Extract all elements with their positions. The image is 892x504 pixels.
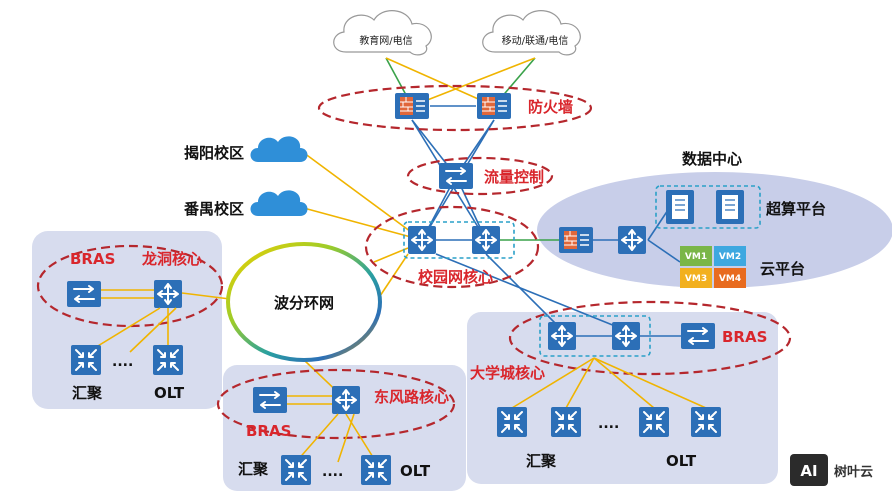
olt-left-label: OLT xyxy=(154,384,185,402)
cloud-mobile-unicom-telecom: 移动/联通/电信 xyxy=(482,10,581,56)
bras-icon xyxy=(680,322,716,350)
wdm-ring-label: 波分环网 xyxy=(274,294,334,312)
jieyang-label: 揭阳校区 xyxy=(184,144,244,162)
datacenter-router-icon xyxy=(617,225,647,255)
campus-core-label: 校园网核心 xyxy=(418,268,493,286)
campus-core-group xyxy=(364,205,540,289)
traffic-control-icon xyxy=(438,162,474,190)
firewall-icon xyxy=(394,92,430,120)
server-icon xyxy=(666,190,694,224)
bras-bottom-label: BRAS xyxy=(246,422,291,440)
olt-icon xyxy=(690,406,722,438)
panyu-campus: 番禺校区 xyxy=(183,190,308,218)
agg-bottom-label: 汇聚 xyxy=(238,460,269,478)
dongfeng-router-icon xyxy=(331,385,361,415)
bras-left-label: BRAS xyxy=(70,250,115,268)
olt-bottom-label: OLT xyxy=(400,462,431,480)
agg-left-label: 汇聚 xyxy=(72,384,103,402)
core-router-icon xyxy=(471,225,501,255)
uc-router-icon xyxy=(547,321,577,351)
olt-right-label: OLT xyxy=(666,452,697,470)
cloud-outline-icon xyxy=(482,10,581,56)
aggregation-switch-icon xyxy=(496,406,528,438)
bras-icon xyxy=(252,386,288,414)
datacenter-firewall-icon xyxy=(558,226,594,254)
cloud-edu-telecom: 教育网/电信 xyxy=(333,10,432,56)
dots-left: .... xyxy=(112,354,133,370)
bras-icon xyxy=(66,280,102,308)
traffic-control-group xyxy=(406,156,554,196)
campus-cloud-icon xyxy=(250,136,308,162)
cloud-mobile-label: 移动/联通/电信 xyxy=(502,34,569,47)
longdong-core-group xyxy=(36,244,224,328)
bras-right-label: BRAS xyxy=(722,328,767,346)
aggregation-switch-icon xyxy=(280,454,312,486)
vm4-label: VM4 xyxy=(719,274,741,284)
longdong-core-label: 龙洞核心 xyxy=(141,250,202,268)
olt-icon xyxy=(152,344,184,376)
olt-icon xyxy=(360,454,392,486)
longdong-router-icon xyxy=(153,279,183,309)
watermark: AI 树叶云 xyxy=(790,454,873,486)
server-icon xyxy=(716,190,744,224)
university-city-core-label: 大学城核心 xyxy=(470,364,545,382)
vm2-label: VM2 xyxy=(719,252,741,262)
core-router-icon xyxy=(407,225,437,255)
uc-router-icon xyxy=(611,321,641,351)
traffic-control-label: 流量控制 xyxy=(484,168,544,186)
firewall-icon xyxy=(476,92,512,120)
watermark-text: 树叶云 xyxy=(834,464,873,480)
vm1-label: VM1 xyxy=(685,252,707,262)
dots-bottom: .... xyxy=(322,464,343,480)
dongfeng-core-group xyxy=(216,368,456,440)
firewall-group xyxy=(317,84,593,132)
dongfeng-core-label: 东风路核心 xyxy=(374,388,449,406)
hpc-platform-label: 超算平台 xyxy=(765,200,826,218)
university-city-panel xyxy=(467,312,778,484)
cloud-outline-icon xyxy=(333,10,432,56)
dots-right: .... xyxy=(598,416,619,432)
jieyang-campus: 揭阳校区 xyxy=(184,136,308,162)
university-city-core-group xyxy=(508,300,792,376)
watermark-logo: AI xyxy=(800,462,817,480)
aggregation-switch-icon xyxy=(70,344,102,376)
datacenter-label: 数据中心 xyxy=(682,150,742,168)
olt-icon xyxy=(638,406,670,438)
agg-right-label: 汇聚 xyxy=(526,452,557,470)
vm3-label: VM3 xyxy=(685,274,707,284)
panyu-label: 番禺校区 xyxy=(183,200,244,218)
vm-grid: VM1 VM2 VM3 VM4 xyxy=(680,246,746,288)
aggregation-switch-icon xyxy=(550,406,582,438)
campus-cloud-icon xyxy=(250,190,308,216)
cloud-platform-label: 云平台 xyxy=(760,260,805,278)
firewall-label: 防火墙 xyxy=(528,98,573,116)
wdm-ring xyxy=(226,242,382,362)
datacenter-panel xyxy=(537,172,892,288)
cloud-edu-telecom-label: 教育网/电信 xyxy=(359,34,412,47)
